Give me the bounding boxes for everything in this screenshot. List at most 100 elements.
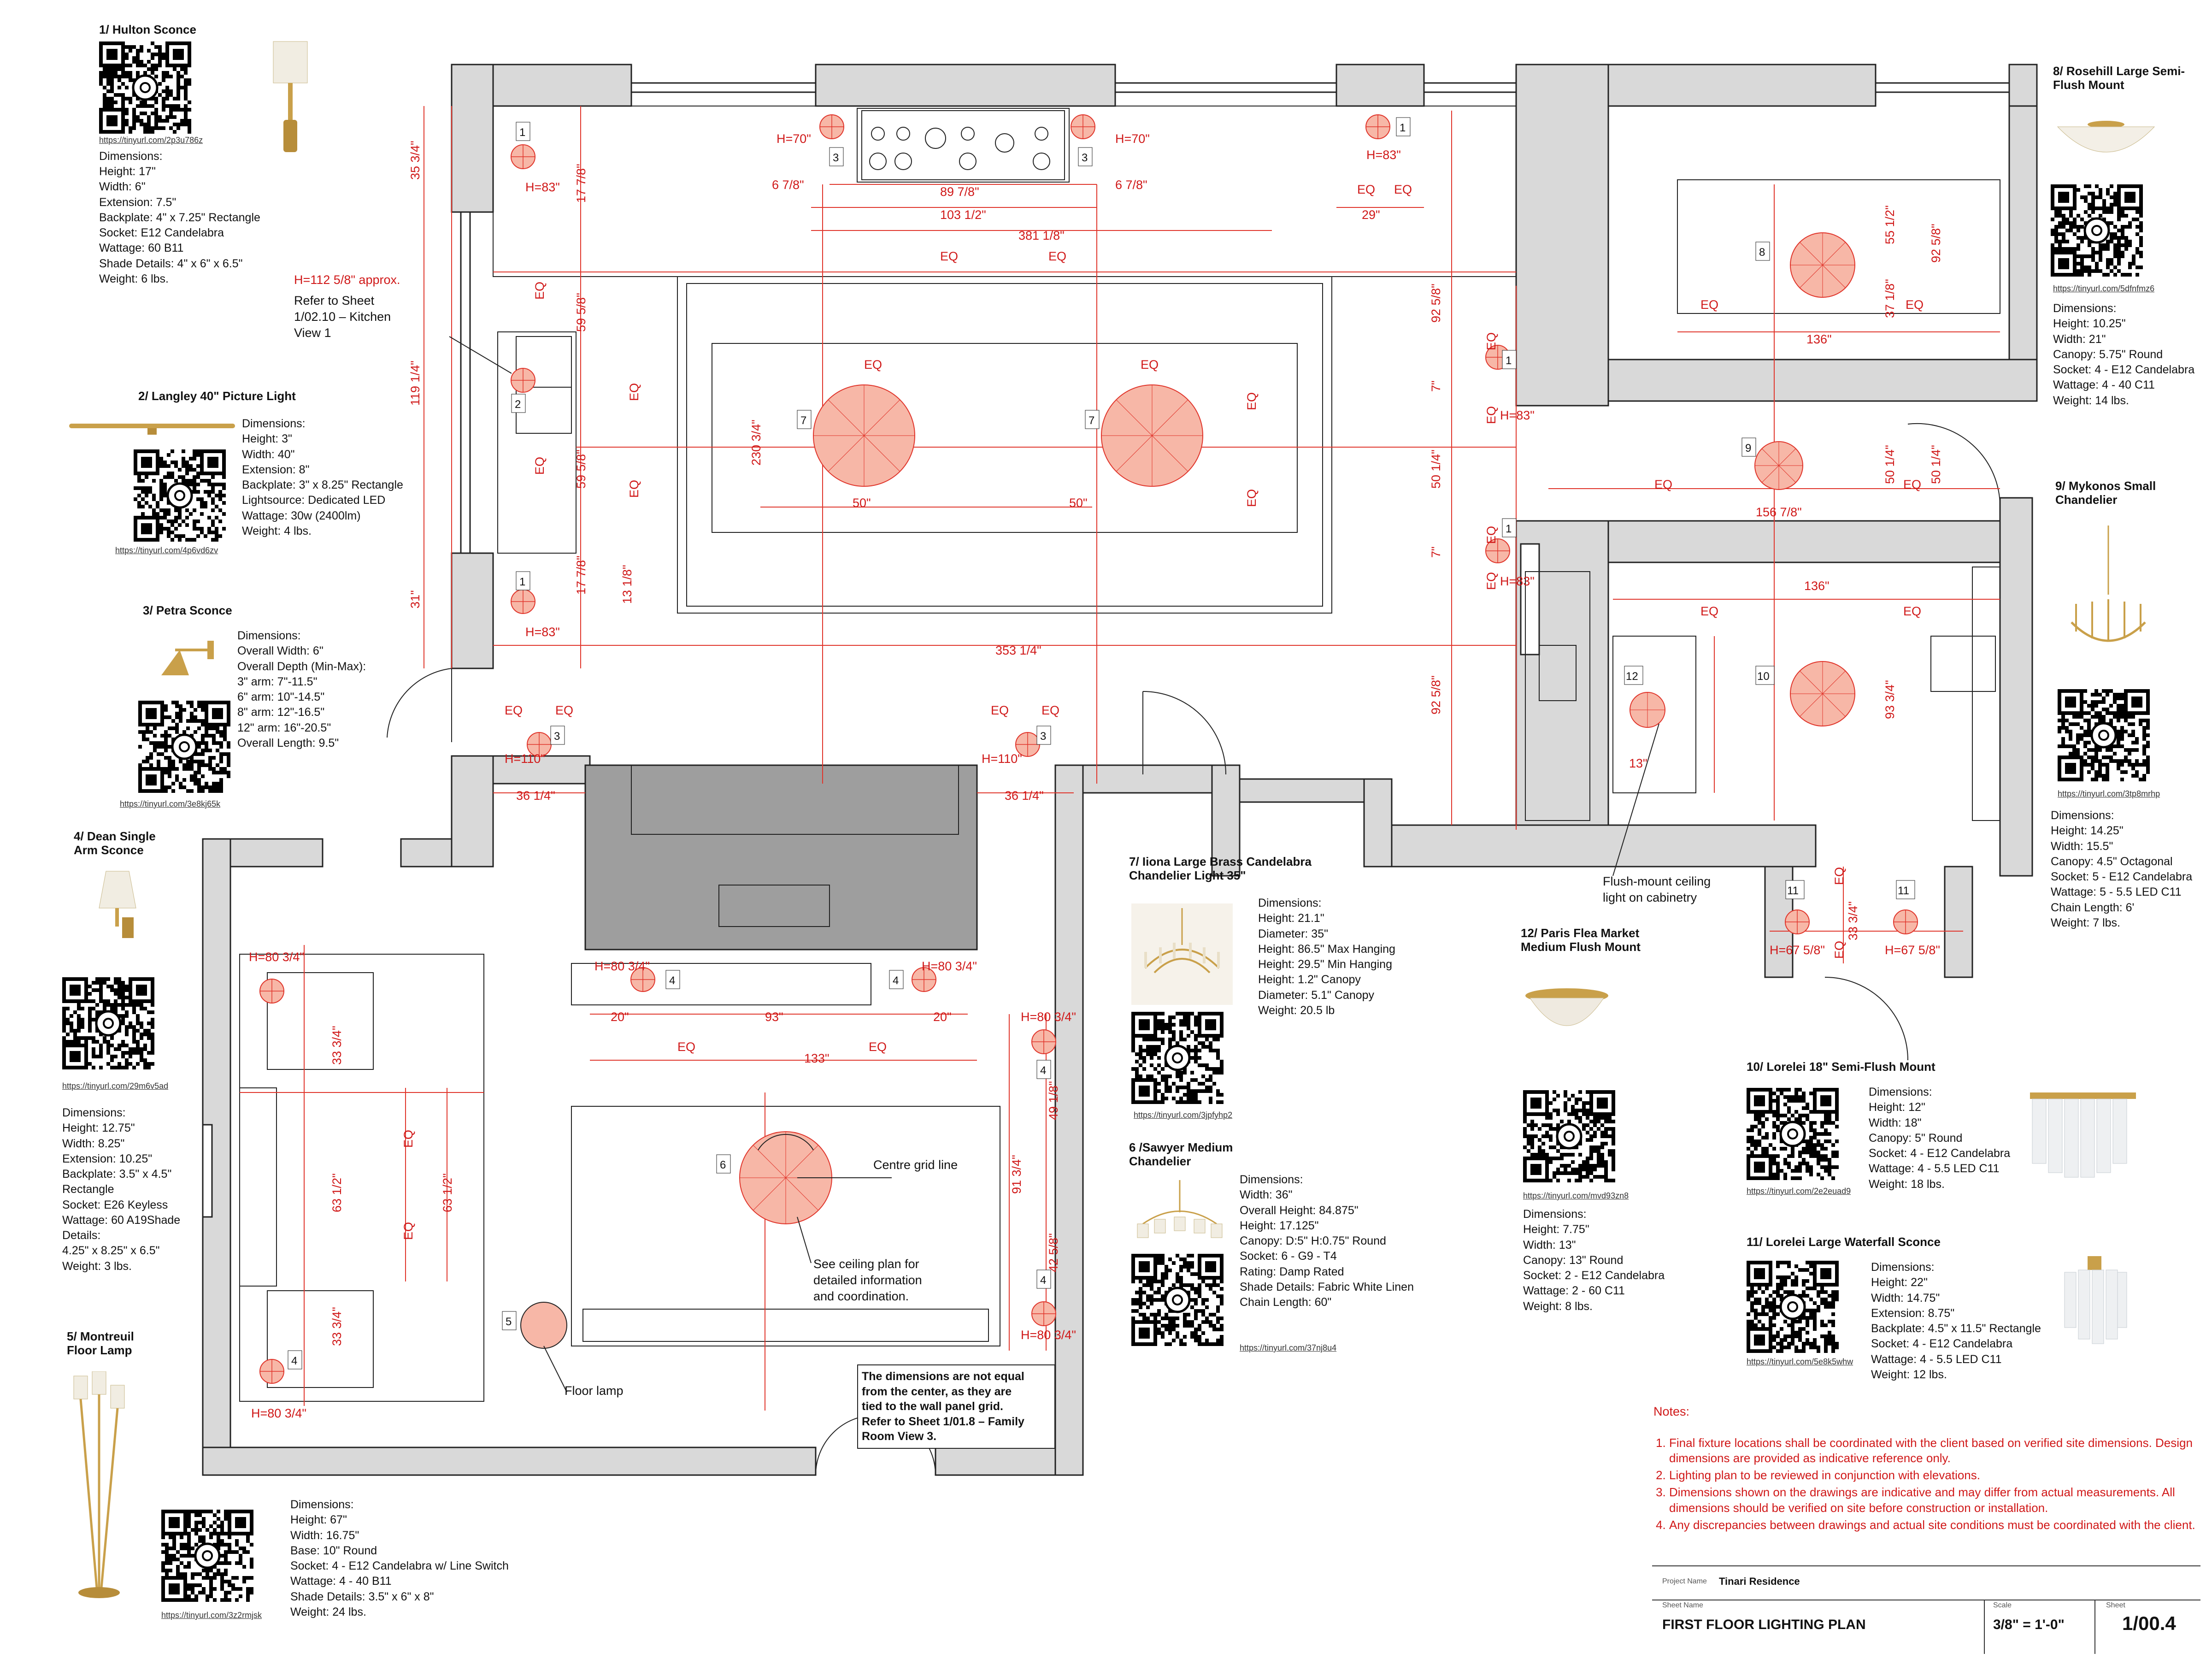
fixture-link[interactable]: https://tinyurl.com/4p6vd6zv (115, 546, 218, 555)
tag: 1 (1506, 523, 1512, 535)
height-label: H=110" (505, 752, 545, 766)
dim-label: EQ (533, 282, 547, 300)
dim-label: EQ (1357, 183, 1375, 196)
dim-label: EQ (869, 1040, 887, 1054)
qr-code-icon (1131, 1254, 1224, 1346)
dim-label: 55 1/2" (1883, 205, 1897, 244)
fixture-link[interactable]: https://tinyurl.com/mvd93zn8 (1523, 1191, 1629, 1200)
fixture-title: 11/ Lorelei Large Waterfall Sconce (1747, 1235, 1941, 1249)
callout-refer-kitchen: Refer to Sheet 1/02.10 – Kitchen View 1 (294, 294, 391, 340)
fixture-link[interactable]: https://tinyurl.com/5e8k5whw (1747, 1357, 1853, 1366)
dim-label: 156 7/8" (1756, 505, 1802, 519)
qr-code-icon (161, 1510, 253, 1602)
fixture-link[interactable]: https://tinyurl.com/37nj8u4 (1240, 1343, 1337, 1352)
fixture-7a (813, 384, 915, 487)
dim-label: EQ (1906, 298, 1924, 312)
fixture-dim-line: Socket: 5 - E12 Candelabra (2051, 870, 2193, 883)
tag: 11 (1898, 885, 1909, 897)
fixture-link-wrap: https://tinyurl.com/mvd93zn8 (1523, 1189, 1629, 1201)
sawyer-chandelier-image (1134, 1180, 1226, 1254)
height-label: H=70" (1115, 132, 1150, 146)
fixture-4c (259, 979, 284, 1004)
dim-label: 119 1/4" (408, 360, 422, 406)
dim-label: 92 5/8" (1929, 224, 1943, 263)
fixture-dim-line: Rectangle (62, 1183, 114, 1196)
fixture-dim-line: Height: 3" (242, 432, 292, 446)
tag: 7 (800, 414, 806, 427)
height-label: H=67 5/8" (1770, 943, 1825, 957)
dim-label: EQ (401, 1130, 415, 1148)
fixture-dim-line: Wattage: 4 - 40 C11 (2053, 378, 2155, 392)
tag: 4 (1040, 1064, 1046, 1077)
tag: 10 (1757, 670, 1770, 683)
fixtures (259, 114, 1918, 1384)
dimension-lines (240, 106, 2000, 1411)
fixture-link[interactable]: https://tinyurl.com/3tp8mrhp (2058, 789, 2160, 798)
fixture-link[interactable]: https://tinyurl.com/3e8kj65k (120, 799, 221, 809)
fixture-dim-line: Width: 16.75" (290, 1529, 359, 1542)
tag: 4 (893, 974, 899, 987)
dim-label: 381 1/8" (1018, 229, 1065, 242)
fixture-title: 10/ Lorelei 18" Semi-Flush Mount (1747, 1060, 1936, 1074)
dim-label: 92 5/8" (1429, 675, 1443, 714)
dim-label: EQ (1700, 604, 1718, 618)
fixture-link-wrap: https://tinyurl.com/37nj8u4 (1240, 1341, 1336, 1353)
fixture-dim-line: Weight: 24 lbs. (290, 1605, 366, 1618)
fixture-link[interactable]: https://tinyurl.com/29m6v5ad (62, 1081, 169, 1091)
dim-label: EQ (1141, 358, 1159, 372)
qr-code-icon (2051, 184, 2143, 277)
fixture-dim-line: Backplate: 3" x 8.25" Rectangle (242, 478, 403, 491)
millwork (239, 106, 2000, 1402)
fixture-dim-line: Width: 8.25" (62, 1137, 125, 1150)
callout-h112: H=112 5/8" approx. (294, 273, 400, 287)
dim-label: 13" (1629, 756, 1647, 770)
dean-sconce-image (90, 867, 141, 945)
callout-see-ceiling: See ceiling plan for detailed informatio… (813, 1257, 922, 1304)
fixture-dim-line: Dimensions: (1240, 1173, 1303, 1186)
dim-label: 353 1/4" (995, 644, 1041, 657)
fixture-panel-11: 11/ Lorelei Large Waterfall Sconce (1747, 1235, 1986, 1254)
fixture-dim-line: Socket: E26 Keyless (62, 1198, 168, 1211)
dim-label: EQ (1484, 406, 1498, 424)
fixture-link[interactable]: https://tinyurl.com/3jpfyhp2 (1134, 1110, 1233, 1120)
fixture-dim-line: Width: 18" (1869, 1116, 1922, 1129)
fixture-dim-line: Width: 36" (1240, 1188, 1293, 1202)
fixture-link-wrap: https://tinyurl.com/29m6v5ad (62, 1080, 168, 1091)
fixture-link[interactable]: https://tinyurl.com/5dfnfmz6 (2053, 284, 2155, 293)
height-label: H=80 3/4" (251, 1406, 306, 1420)
height-label: H=83" (525, 625, 560, 639)
fixture-dim-line: Weight: 3 lbs. (62, 1259, 132, 1273)
dim-label: 33 3/4" (330, 1307, 344, 1346)
height-label: H=67 5/8" (1885, 943, 1940, 957)
fixture-dim-line: Width: 6" (99, 180, 146, 194)
tag: 3 (1040, 730, 1046, 743)
fixture-dim-line: Dimensions: (1869, 1086, 1932, 1098)
note-item: Lighting plan to be reviewed in conjunct… (1669, 1468, 2197, 1483)
fixture-dim-line: 8" arm: 12"-16.5" (237, 706, 325, 719)
fixture-dim-line: Overall Length: 9.5" (237, 736, 339, 750)
dim-label: 92 5/8" (1429, 283, 1443, 323)
dim-label: 20" (611, 1010, 629, 1024)
fixture-title: 4/ Dean Single Arm Sconce (74, 829, 156, 857)
petra-sconce-image (152, 632, 221, 682)
fixture-dim-line: Weight: 4 lbs. (242, 524, 312, 537)
fixture-dim-line: Width: 40" (242, 448, 295, 461)
fixture-dims-3: Dimensions:Overall Width: 6"Overall Dept… (237, 625, 385, 751)
callout-floor-lamp: Floor lamp (565, 1384, 624, 1398)
fixture-1c (511, 589, 535, 614)
fixture-link-wrap: https://tinyurl.com/2e2euad9 (1747, 1185, 1851, 1196)
fixture-dim-line: Height: 17" (99, 165, 156, 178)
dim-label: 36 1/4" (516, 789, 555, 803)
fixture-dim-line: Extension: 8.75" (1871, 1306, 1955, 1320)
dim-label: EQ (1700, 298, 1718, 312)
fixture-link[interactable]: https://tinyurl.com/2e2euad9 (1747, 1187, 1851, 1196)
sheet-number: 1/00.4 (2122, 1612, 2176, 1634)
fixture-link[interactable]: https://tinyurl.com/2p3u786z (99, 135, 203, 145)
fixture-link-wrap: https://tinyurl.com/3tp8mrhp (2058, 787, 2160, 799)
note-item: Dimensions shown on the drawings are ind… (1669, 1485, 2197, 1516)
fixture-dim-line: Diameter: 35" (1258, 927, 1328, 940)
fixture-dim-line: Width: 15.5" (2051, 839, 2113, 853)
fixture-link[interactable]: https://tinyurl.com/3z2rmjsk (161, 1611, 262, 1620)
fixture-10 (1790, 661, 1855, 726)
